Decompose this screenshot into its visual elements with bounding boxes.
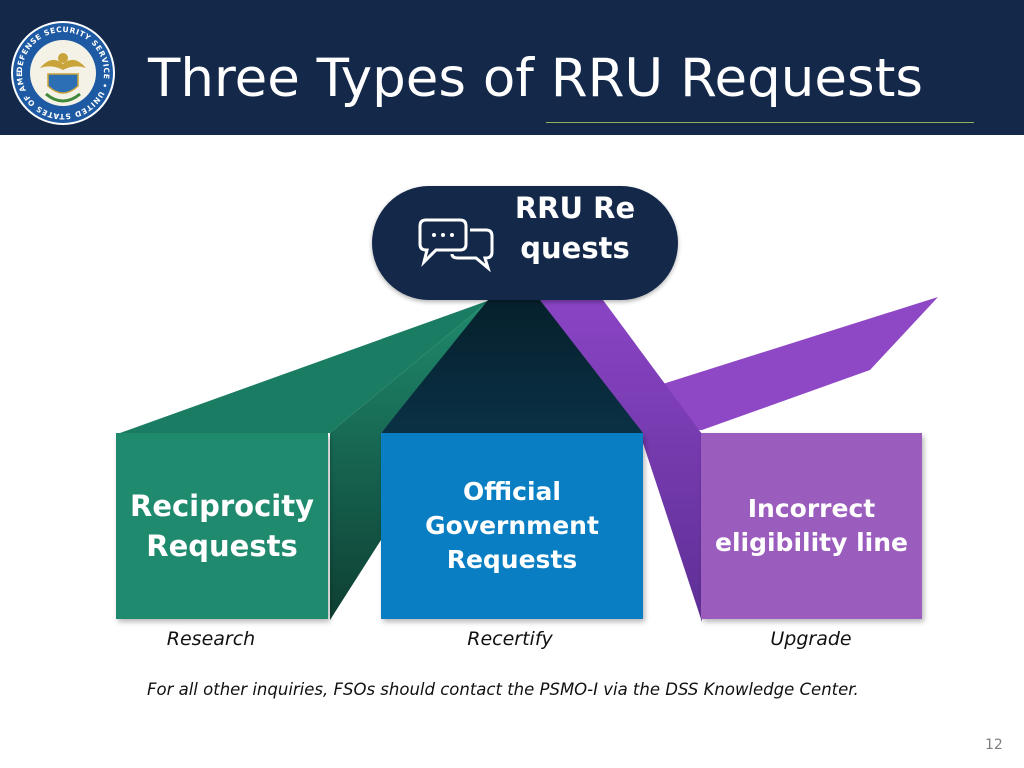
- hub-label: RRU Requests: [514, 191, 636, 265]
- rru-requests-hub: RRU Requests: [372, 186, 678, 300]
- navy-funnel-channel: [381, 300, 643, 433]
- purple-funnel-wing: [612, 297, 938, 430]
- green-funnel-wing: [120, 300, 490, 433]
- incorrect-eligibility-line-label: Incorrect eligibility line: [714, 494, 908, 557]
- official-government-requests-box: Official Government Requests: [381, 433, 643, 619]
- footer-note: For all other inquiries, FSOs should con…: [147, 680, 859, 699]
- reciprocity-requests-label: Reciprocity Requests: [129, 489, 314, 563]
- title-underline: [546, 122, 974, 123]
- dss-seal-logo: DEFENSE SECURITY SERVICE • UNITED STATES…: [10, 20, 115, 125]
- purple-funnel-channel: [540, 300, 702, 622]
- page-title: Three Types of RRU Requests: [148, 48, 923, 109]
- recertify-caption: Recertify: [467, 628, 553, 650]
- reciprocity-requests-box: Reciprocity Requests: [116, 433, 328, 619]
- page-number: 12: [985, 737, 1003, 753]
- official-government-requests-label: Official Government Requests: [425, 477, 599, 574]
- upgrade-caption: Upgrade: [770, 628, 852, 650]
- chat-bubbles-icon: [418, 218, 494, 272]
- research-caption: Research: [166, 628, 256, 650]
- incorrect-eligibility-line-box: Incorrect eligibility line: [701, 433, 922, 619]
- slide-header: DEFENSE SECURITY SERVICE • UNITED STATES…: [0, 0, 1024, 135]
- green-funnel-channel: [330, 300, 490, 620]
